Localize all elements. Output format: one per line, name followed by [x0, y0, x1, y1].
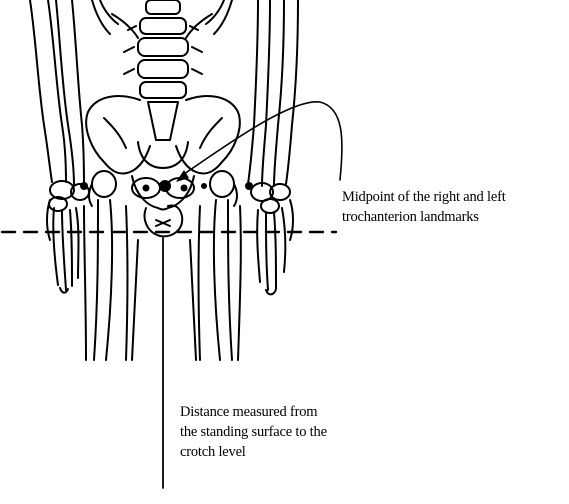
left-trochanterion-dot [80, 182, 88, 190]
midpoint-annotation-line-2: trochanterion landmarks [342, 207, 506, 227]
right-trochanterion-dot [245, 182, 253, 190]
spine [124, 0, 202, 140]
right-arm-bones [248, 0, 298, 294]
distance-annotation-line-1: Distance measured from [180, 402, 327, 422]
distance-annotation-line-3: crotch level [180, 442, 327, 462]
midpoint-annotation-line-1: Midpoint of the right and left [342, 187, 506, 207]
left-arm-bones [30, 0, 89, 293]
midpoint-annotation: Midpoint of the right and left trochante… [342, 187, 506, 227]
distance-annotation: Distance measured from the standing surf… [180, 402, 327, 462]
distance-annotation-line-2: the standing surface to the [180, 422, 327, 442]
landmarks [80, 180, 253, 192]
midpoint-dot [159, 180, 171, 192]
pelvis [86, 96, 240, 236]
